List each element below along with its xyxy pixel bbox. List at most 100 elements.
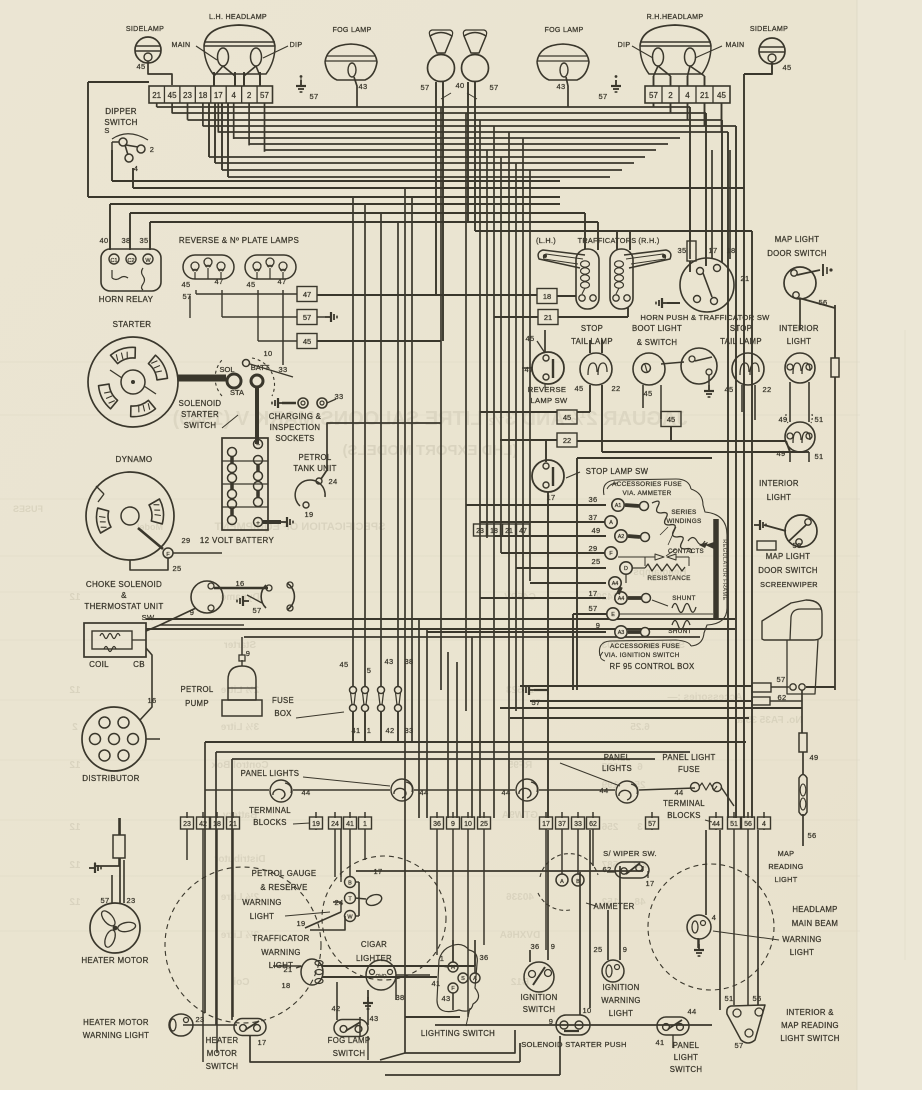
svg-text:Coil: Coil <box>230 977 249 988</box>
svg-text:STOP: STOP <box>581 324 603 333</box>
svg-text:42: 42 <box>332 1004 341 1013</box>
svg-text:47: 47 <box>519 528 527 535</box>
svg-text:45: 45 <box>182 280 191 289</box>
svg-text:TANK UNIT: TANK UNIT <box>293 464 336 473</box>
svg-text:FUSE: FUSE <box>272 696 294 705</box>
svg-text:STA: STA <box>230 388 244 397</box>
svg-text:PETROL: PETROL <box>181 685 214 694</box>
svg-text:Dynamo: Dynamo <box>220 592 259 603</box>
svg-text:SOLENOID: SOLENOID <box>179 399 222 408</box>
svg-text:2½ Litre: 2½ Litre <box>220 892 259 903</box>
svg-text:Starter: Starter <box>224 640 256 651</box>
svg-text:Headlamps: Headlamps <box>633 567 687 578</box>
svg-text:SPECIFICATION OF EQUIPMENT: SPECIFICATION OF EQUIPMENT <box>214 521 385 533</box>
svg-text:READING: READING <box>768 862 803 871</box>
svg-text:21: 21 <box>700 91 709 100</box>
svg-text:LIGHTING SWITCH: LIGHTING SWITCH <box>421 1029 495 1038</box>
svg-text:BLOCKS: BLOCKS <box>253 818 286 827</box>
svg-text:PETROL: PETROL <box>299 453 332 462</box>
svg-text:10: 10 <box>583 1006 592 1015</box>
svg-text:19: 19 <box>297 919 306 928</box>
svg-text:SOCKETS: SOCKETS <box>275 434 314 443</box>
svg-text:(R.H.): (R.H.) <box>638 236 659 245</box>
svg-text:199: 199 <box>601 780 618 791</box>
svg-text:LIGHT: LIGHT <box>775 875 798 884</box>
svg-text:2: 2 <box>72 722 78 733</box>
svg-text:FOG LAMP: FOG LAMP <box>332 26 371 34</box>
svg-text:−: − <box>256 442 260 449</box>
svg-text:57: 57 <box>599 92 608 101</box>
svg-text:SHUNT: SHUNT <box>672 595 696 602</box>
svg-text:44: 44 <box>688 1007 697 1016</box>
svg-text:A: A <box>473 976 477 982</box>
svg-text:TERMINAL: TERMINAL <box>663 799 705 808</box>
svg-text:29: 29 <box>182 536 191 545</box>
svg-text:1: 1 <box>367 726 371 735</box>
svg-text:E: E <box>611 612 615 618</box>
svg-text:LIGHT: LIGHT <box>767 493 791 502</box>
svg-text:DOOR SWITCH: DOOR SWITCH <box>767 249 827 258</box>
svg-text:PANEL LIGHT: PANEL LIGHT <box>662 753 715 762</box>
svg-text:21523: 21523 <box>506 685 534 696</box>
svg-text:WARNING: WARNING <box>261 948 301 957</box>
svg-text:S: S <box>461 976 465 982</box>
svg-text:IGNITION: IGNITION <box>602 983 639 992</box>
svg-text:45: 45 <box>526 334 535 343</box>
svg-text:LIGHT: LIGHT <box>790 948 814 957</box>
svg-text:22429: 22429 <box>596 592 624 603</box>
svg-text:45: 45 <box>717 91 726 100</box>
svg-text:VIA. IGNITION SWITCH: VIA. IGNITION SWITCH <box>604 652 679 659</box>
svg-text:25: 25 <box>592 557 601 566</box>
svg-text:57: 57 <box>648 821 656 828</box>
svg-text:TRAFFICATOR: TRAFFICATOR <box>252 934 309 943</box>
svg-text:43: 43 <box>370 1014 379 1023</box>
svg-text:5: 5 <box>367 666 371 675</box>
svg-text:No. FA35 35 a: No. FA35 35 a <box>737 715 802 726</box>
svg-text:25: 25 <box>634 780 646 791</box>
svg-text:Accessories :—: Accessories :— <box>667 692 742 703</box>
svg-text:56: 56 <box>808 831 817 840</box>
svg-text:47: 47 <box>215 277 224 286</box>
svg-text:57: 57 <box>183 292 192 301</box>
svg-text:37: 37 <box>558 821 566 828</box>
svg-text:Model: Model <box>137 522 163 532</box>
svg-text:DOOR SWITCH: DOOR SWITCH <box>758 566 818 575</box>
svg-text:A2: A2 <box>618 534 625 540</box>
svg-text:51: 51 <box>815 452 824 461</box>
svg-text:9: 9 <box>190 608 194 617</box>
svg-text:42: 42 <box>199 821 207 828</box>
svg-text:38: 38 <box>405 657 414 666</box>
svg-text:SWITCH: SWITCH <box>333 1049 366 1058</box>
svg-text:44: 44 <box>675 788 684 797</box>
svg-text:1: 1 <box>440 954 444 963</box>
svg-text:VIA. AMMETER: VIA. AMMETER <box>622 490 671 497</box>
svg-text:STARTER: STARTER <box>181 410 219 419</box>
svg-text:51: 51 <box>815 415 824 424</box>
svg-text:FOG LAMP: FOG LAMP <box>328 1036 371 1045</box>
svg-text:57: 57 <box>260 91 269 100</box>
svg-text:PANEL: PANEL <box>673 1041 700 1050</box>
svg-text:21: 21 <box>741 274 750 283</box>
svg-text:33: 33 <box>335 392 344 401</box>
svg-text:17: 17 <box>646 879 655 888</box>
svg-text:57: 57 <box>253 606 262 615</box>
svg-text:CHARGING &: CHARGING & <box>269 412 322 421</box>
svg-text:F: F <box>166 552 170 558</box>
svg-text:24: 24 <box>329 477 338 486</box>
svg-text:21: 21 <box>229 821 237 828</box>
svg-text:12: 12 <box>69 685 81 696</box>
svg-text:A3: A3 <box>618 630 625 636</box>
svg-text:587: 587 <box>601 860 618 871</box>
svg-text:57: 57 <box>490 83 499 92</box>
svg-text:24: 24 <box>331 821 339 828</box>
svg-text:9: 9 <box>246 649 250 658</box>
svg-text:12: 12 <box>69 897 81 908</box>
svg-text:PANEL LIGHTS: PANEL LIGHTS <box>241 769 300 778</box>
svg-text:MAIN: MAIN <box>726 41 745 49</box>
svg-text:57: 57 <box>589 604 598 613</box>
svg-text:57: 57 <box>303 313 311 322</box>
svg-text:41: 41 <box>432 979 441 988</box>
svg-text:25: 25 <box>173 564 182 573</box>
svg-text:21: 21 <box>152 91 161 100</box>
svg-text:INTERIOR: INTERIOR <box>779 324 819 333</box>
